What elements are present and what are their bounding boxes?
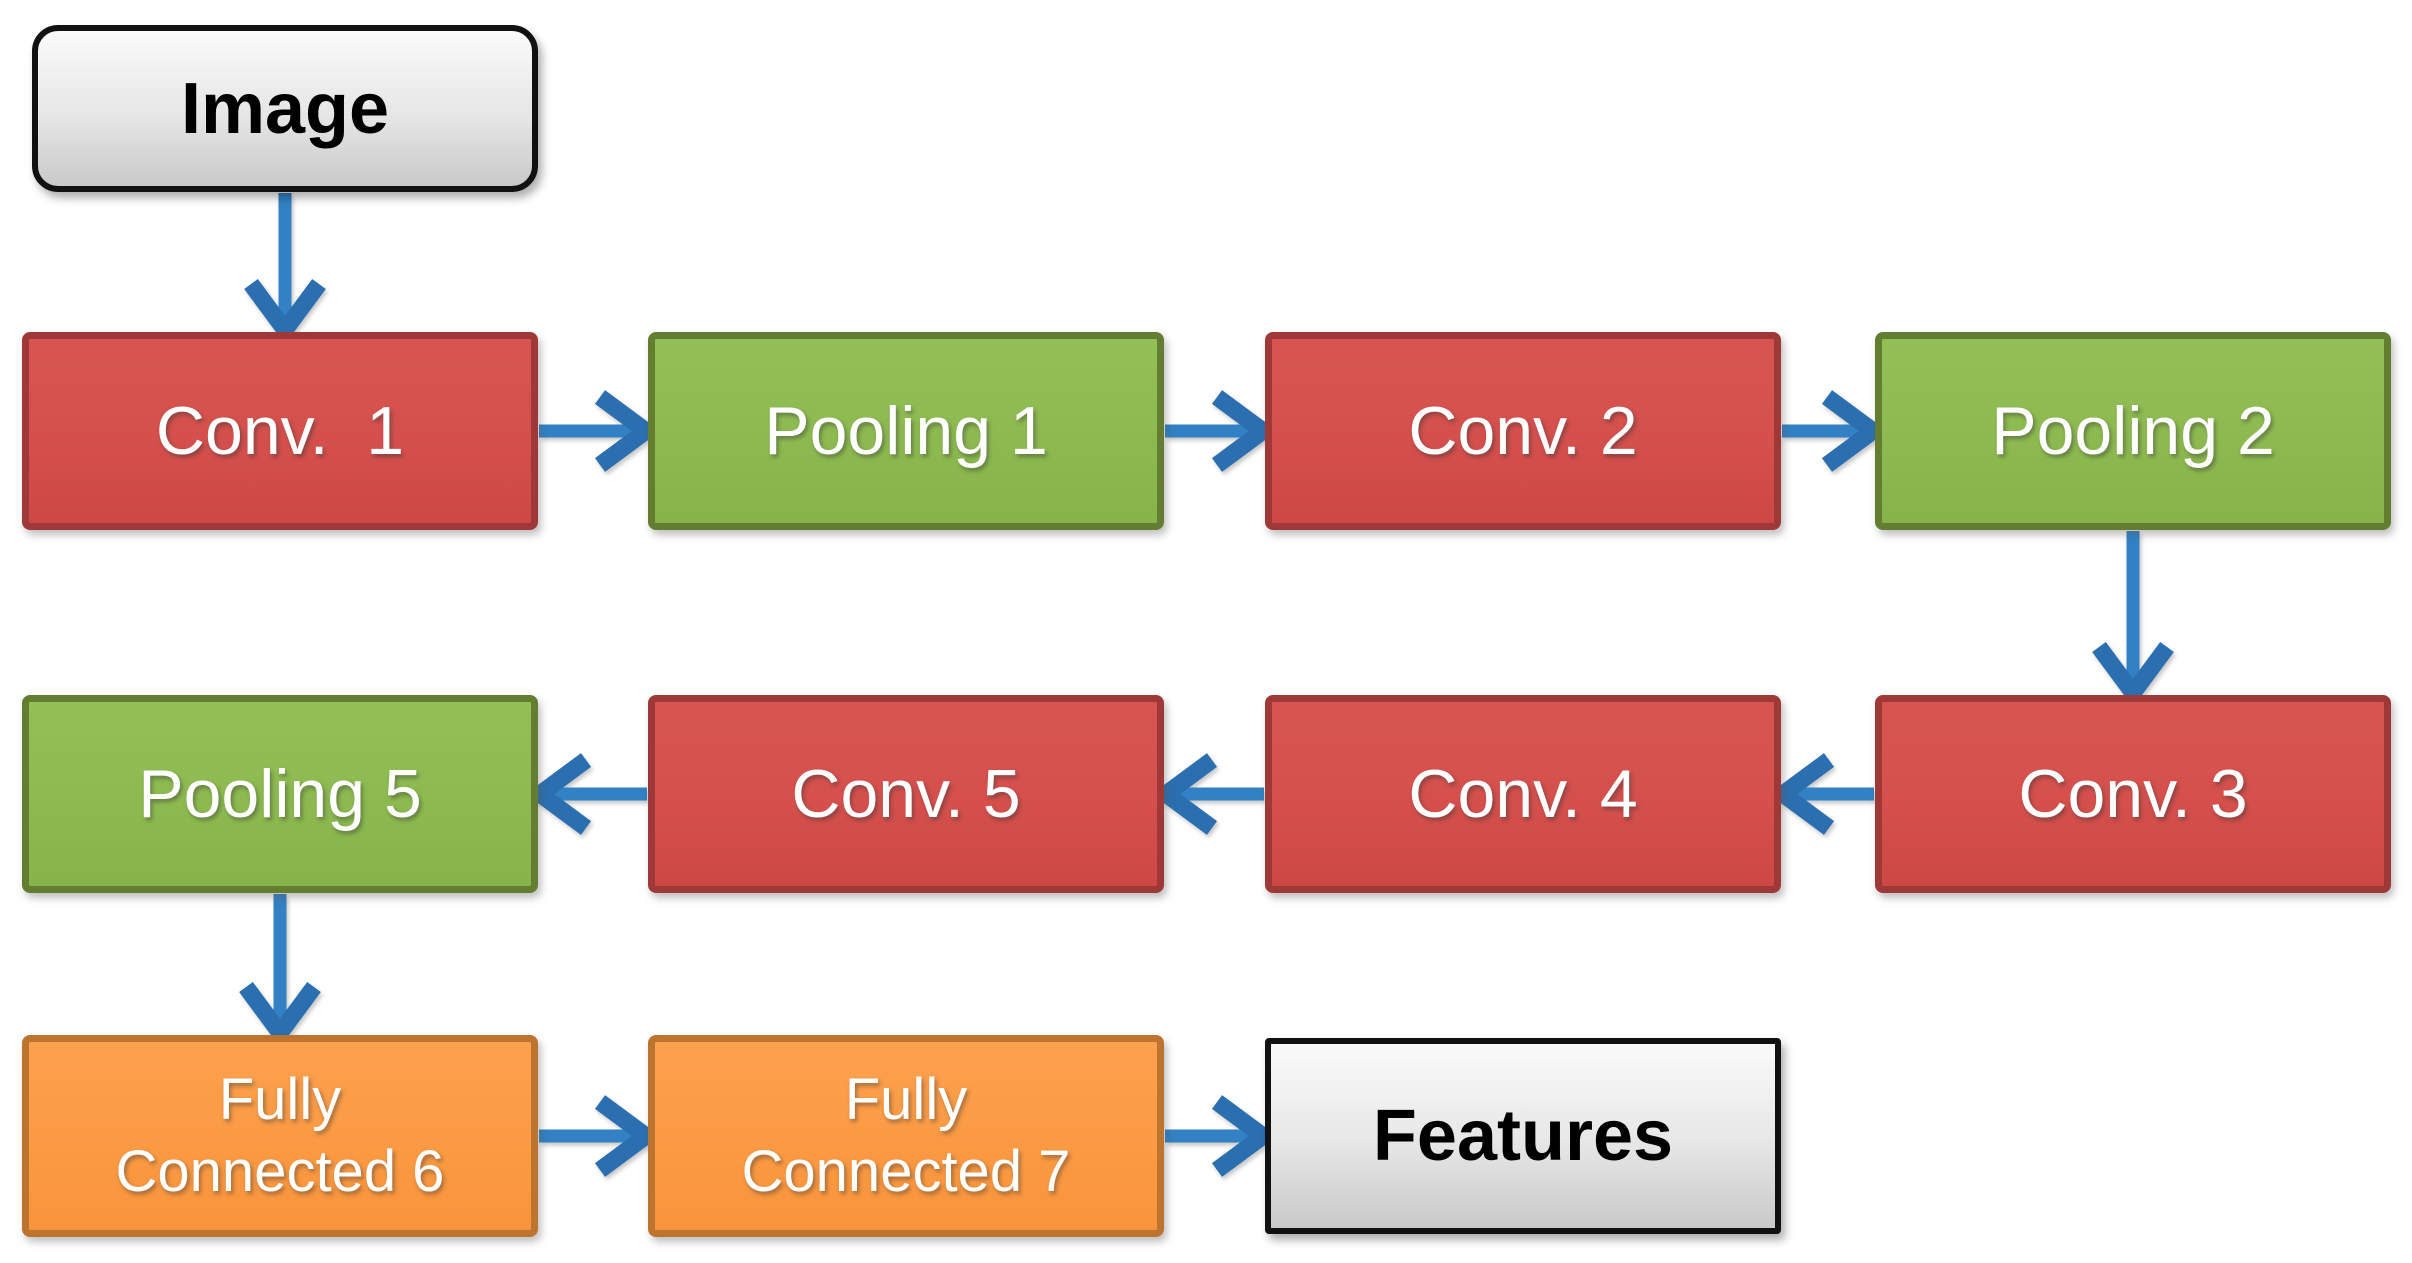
- node-fully-connected-7-label: Fully Connected 7: [741, 1066, 1071, 1205]
- node-pooling-5-label: Pooling 5: [138, 755, 422, 832]
- edge-conv4-to-conv5: [1151, 753, 1264, 835]
- node-conv-4-label: Conv. 4: [1408, 755, 1638, 832]
- node-conv-2: Conv. 2: [1265, 332, 1781, 530]
- edge-fc6-to-fc7: [539, 1095, 661, 1177]
- node-pooling-1: Pooling 1: [648, 332, 1164, 530]
- node-conv-1: Conv. 1: [22, 332, 538, 530]
- node-conv-1-label: Conv. 1: [155, 392, 405, 469]
- node-image-label: Image: [180, 68, 390, 149]
- node-fully-connected-7: Fully Connected 7: [648, 1035, 1164, 1237]
- edge-fc7-to-features: [1165, 1095, 1278, 1177]
- node-fully-connected-6: Fully Connected 6: [22, 1035, 538, 1237]
- node-conv-5: Conv. 5: [648, 695, 1164, 893]
- node-conv-5-label: Conv. 5: [791, 755, 1021, 832]
- node-conv-2-label: Conv. 2: [1408, 392, 1638, 469]
- node-conv-3: Conv. 3: [1875, 695, 2391, 893]
- node-pooling-5: Pooling 5: [22, 695, 538, 893]
- node-conv-3-label: Conv. 3: [2018, 755, 2248, 832]
- node-pooling-2: Pooling 2: [1875, 332, 2391, 530]
- edge-conv2-to-pool2: [1782, 390, 1888, 472]
- node-features: Features: [1265, 1038, 1781, 1234]
- edge-pool1-to-conv2: [1165, 390, 1278, 472]
- node-pooling-2-label: Pooling 2: [1991, 392, 2275, 469]
- edge-pool5-to-fc6: [239, 894, 321, 1048]
- edge-conv5-to-pool5: [525, 753, 647, 835]
- edge-image-to-conv1: [244, 193, 326, 345]
- node-pooling-1-label: Pooling 1: [764, 392, 1048, 469]
- node-image: Image: [32, 25, 538, 192]
- edge-conv3-to-conv4: [1768, 753, 1874, 835]
- node-features-label: Features: [1372, 1096, 1674, 1176]
- node-conv-4: Conv. 4: [1265, 695, 1781, 893]
- edge-conv1-to-pool1: [539, 390, 661, 472]
- node-fully-connected-6-label: Fully Connected 6: [115, 1066, 445, 1205]
- edge-pool2-to-conv3: [2092, 531, 2174, 708]
